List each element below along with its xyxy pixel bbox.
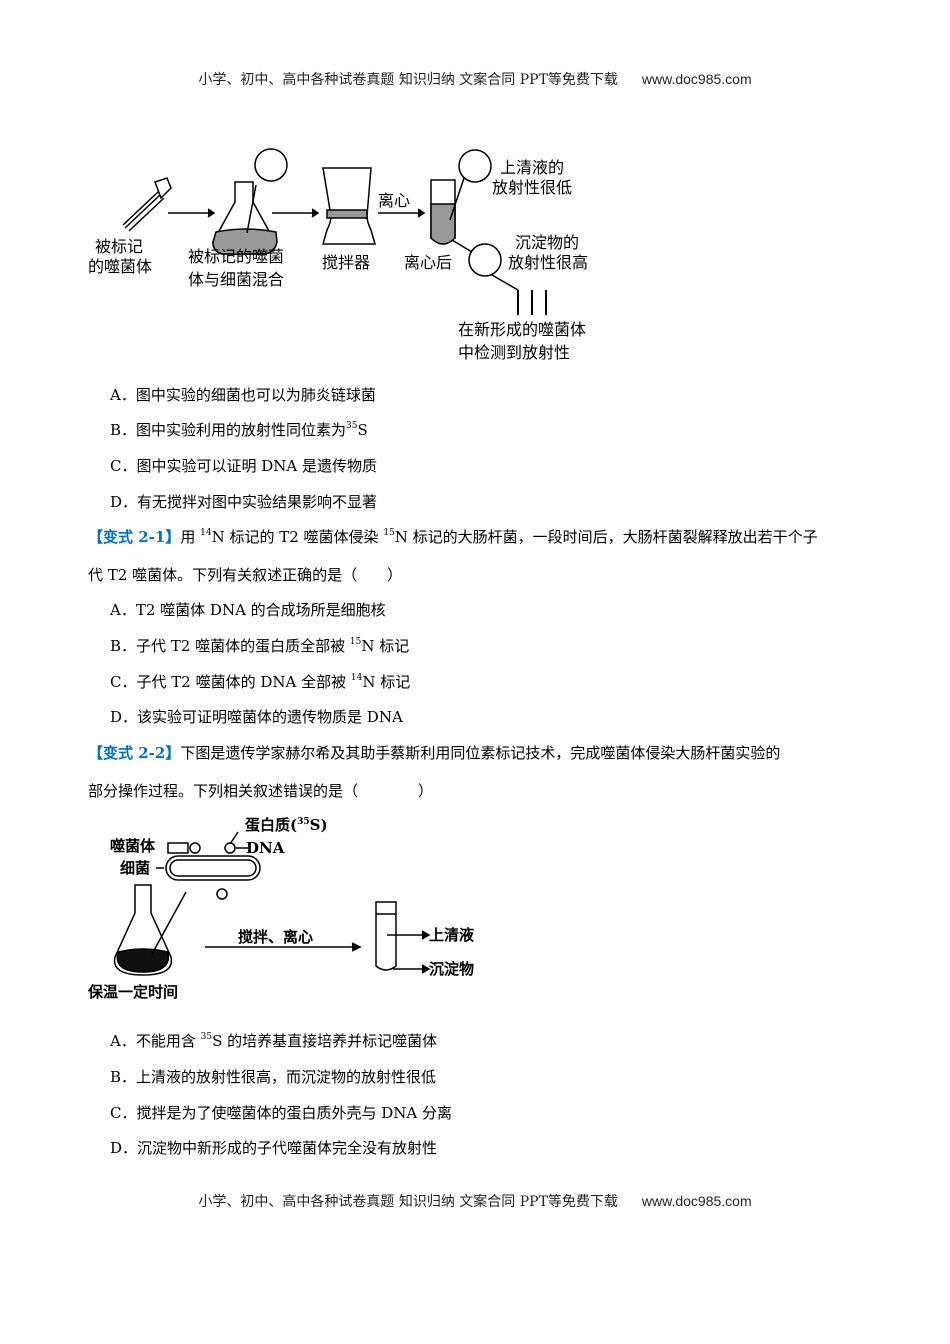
label-incubate: 保温一定时间 [87, 983, 178, 1001]
figure-hershey-chase: 蛋白质(35S) DNA 噬菌体 细菌 搅拌、离心 上清液 沉淀物 保温一定时间 [87, 816, 475, 1001]
v22-stem-line1: 【变式 2-2】下图是遗传学家赫尔希及其助手蔡斯利用同位素标记技术，完成噬菌体侵… [88, 744, 781, 762]
v22-option-c: C．搅拌是为了使噬菌体的蛋白质外壳与 DNA 分离 [110, 1104, 453, 1122]
q1-option-c: C．图中实验可以证明 DNA 是遗传物质 [110, 457, 378, 475]
footer-site[interactable]: www.doc985.com [641, 1193, 752, 1209]
centrifuge-tube-icon [430, 149, 519, 291]
label-pellet-1: 沉淀物的 [515, 233, 579, 252]
q1-option-b: B．图中实验利用的放射性同位素为35S [110, 421, 368, 439]
footer-text: 小学、初中、高中各种试卷真题 知识归纳 文案合同 PPT等免费下载 [198, 1194, 618, 1210]
page-header: 小学、初中、高中各种试卷真题 知识归纳 文案合同 PPT等免费下载 www.doc… [0, 69, 950, 89]
v22-stem-line2: 部分操作过程。下列相关叙述错误的是（ ） [88, 782, 434, 800]
v22-option-d: D．沉淀物中新形成的子代噬菌体完全没有放射性 [110, 1139, 438, 1157]
label-new-2: 中检测到放射性 [458, 343, 570, 362]
v22-option-b: B．上清液的放射性很高，而沉淀物的放射性很低 [110, 1068, 437, 1086]
v21-option-c: C．子代 T2 噬菌体的 DNA 全部被 14N 标记 [110, 673, 411, 691]
label-blender: 搅拌器 [322, 253, 370, 272]
header-site[interactable]: www.doc985.com [641, 71, 752, 87]
blender-icon [322, 167, 376, 245]
flask-icon [212, 148, 288, 255]
label-pellet: 沉淀物 [429, 960, 474, 978]
v22-option-a: A．不能用含 35S 的培养基直接培养并标记噬菌体 [110, 1032, 438, 1050]
v21-option-b: B．子代 T2 噬菌体的蛋白质全部被 15N 标记 [110, 637, 410, 655]
label-supernatant-1: 上清液的 [500, 158, 564, 177]
label-bacteria: 细菌 [120, 859, 150, 877]
label-centrifuge: 离心 [378, 191, 410, 210]
q1-option-a: A．图中实验的细菌也可以为肺炎链球菌 [110, 386, 376, 404]
v21-option-a: A．T2 噬菌体 DNA 的合成场所是细胞核 [110, 601, 386, 619]
figure-phage-experiment: 被标记 的噬菌体 被标记的噬菌 体与细菌混合 搅拌器 离心 离心后 上清液的 放… [88, 148, 588, 362]
bacterium-shape [165, 855, 261, 881]
svg-text:蛋白质(35S): 蛋白质(35S) [245, 816, 328, 834]
label-process: 搅拌、离心 [238, 928, 313, 946]
v21-label: 【变式 2-1】 [88, 528, 181, 546]
label-mix-1: 被标记的噬菌 [188, 247, 284, 266]
label-phage-2: 的噬菌体 [88, 257, 152, 276]
label-supernatant-2: 放射性很低 [492, 178, 572, 197]
label-phage: 噬菌体 [110, 837, 156, 855]
v21-stem-line1: 【变式 2-1】用 14N 标记的 T2 噬菌体侵染 15N 标记的大肠杆菌，一… [88, 528, 818, 546]
progeny-phage-icons [517, 290, 547, 315]
label-mix-2: 体与细菌混合 [188, 270, 284, 289]
flask-icon [113, 884, 187, 976]
test-tube-icon [375, 901, 431, 974]
label-dna: DNA [246, 839, 285, 857]
v21-option-d: D．该实验可证明噬菌体的遗传物质是 DNA [110, 708, 403, 726]
v21-stem-line2: 代 T2 噬菌体。下列有关叙述正确的是（ ） [88, 566, 403, 584]
header-text: 小学、初中、高中各种试卷真题 知识归纳 文案合同 PPT等免费下载 [198, 72, 618, 88]
label-pellet-2: 放射性很高 [508, 253, 588, 272]
label-phage-1: 被标记 [95, 237, 143, 256]
label-after: 离心后 [404, 253, 452, 272]
page-footer: 小学、初中、高中各种试卷真题 知识归纳 文案合同 PPT等免费下载 www.doc… [0, 1191, 950, 1211]
q1-option-d: D．有无搅拌对图中实验结果影响不显著 [110, 493, 378, 511]
label-new-1: 在新形成的噬菌体 [458, 320, 586, 339]
label-protein: 蛋白质( [245, 816, 297, 834]
v22-label: 【变式 2-2】 [88, 744, 181, 762]
label-supernatant: 上清液 [429, 926, 475, 944]
labeled-phage-icon [122, 177, 172, 232]
